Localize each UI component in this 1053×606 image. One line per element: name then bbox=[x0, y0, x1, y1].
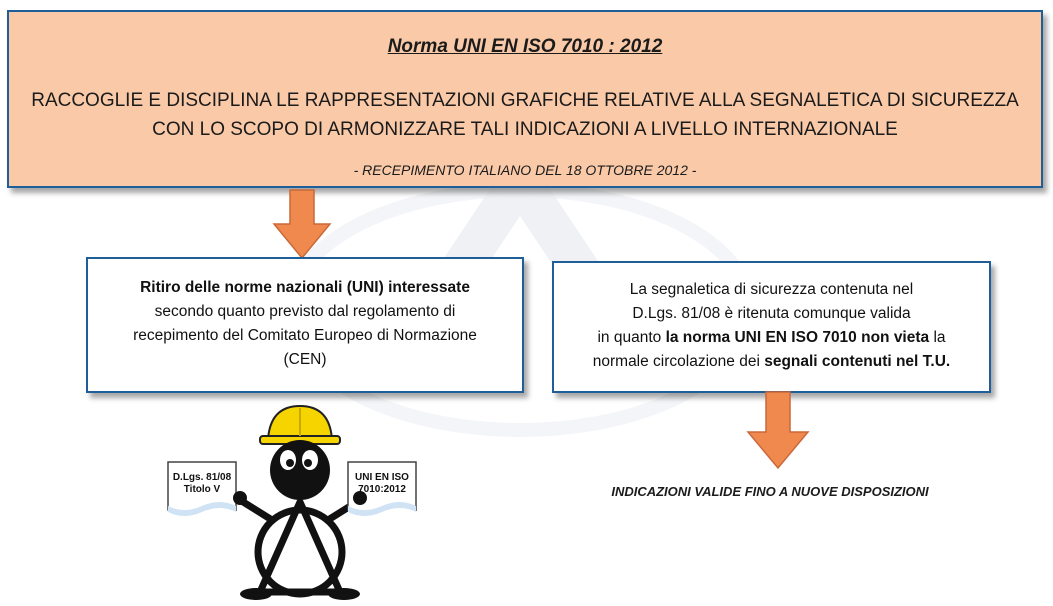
right-box-line4: normale circolazione dei segnali contenu… bbox=[554, 350, 989, 374]
right-doc-line2: 7010:2012 bbox=[358, 484, 406, 495]
left-info-box: Ritiro delle norme nazionali (UNI) inter… bbox=[86, 257, 524, 393]
right-box-line2: D.Lgs. 81/08 è ritenuta comunque valida bbox=[632, 305, 911, 322]
right-box-line3: in quanto la norma UNI EN ISO 7010 non v… bbox=[554, 326, 989, 350]
down-arrow-icon bbox=[272, 189, 332, 260]
left-box-line3: recepimento del Comitato Europeo di Norm… bbox=[133, 327, 477, 344]
right-box-line3-bold: la norma UNI EN ISO 7010 non vieta bbox=[665, 329, 930, 346]
right-document-label: UNI EN ISO 7010:2012 bbox=[350, 472, 414, 496]
right-box-line3-pre: in quanto bbox=[597, 329, 666, 346]
header-box: Norma UNI EN ISO 7010 : 2012 RACCOGLIE E… bbox=[7, 10, 1043, 188]
header-title: Norma UNI EN ISO 7010 : 2012 bbox=[387, 36, 663, 57]
mascot-illustration: D.Lgs. 81/08 Titolo V UNI EN ISO 7010:20… bbox=[160, 402, 460, 601]
header-description-line2: CON LO SCOPO DI ARMONIZZARE TALI INDICAZ… bbox=[152, 119, 898, 140]
left-document-label: D.Lgs. 81/08 Titolo V bbox=[170, 472, 234, 496]
bottom-note: INDICAZIONI VALIDE FINO A NUOVE DISPOSIZ… bbox=[611, 484, 929, 499]
right-box-line4-pre: normale circolazione dei bbox=[592, 353, 765, 370]
down-arrow-icon bbox=[746, 391, 810, 470]
right-box-line3-post: la bbox=[929, 329, 946, 346]
right-box-line1: La segnaletica di sicurezza contenuta ne… bbox=[629, 281, 914, 298]
header-description: RACCOGLIE E DISCIPLINA LE RAPPRESENTAZIO… bbox=[23, 86, 1027, 144]
right-box-line4-bold: segnali contenuti nel T.U. bbox=[764, 353, 951, 370]
left-doc-line1: D.Lgs. 81/08 bbox=[172, 472, 232, 483]
right-info-box: La segnaletica di sicurezza contenuta ne… bbox=[552, 261, 991, 393]
left-doc-line2: Titolo V bbox=[183, 484, 221, 495]
header-description-line1: RACCOGLIE E DISCIPLINA LE RAPPRESENTAZIO… bbox=[31, 90, 1019, 111]
left-box-line4: (CEN) bbox=[283, 351, 327, 368]
left-box-bold-line: Ritiro delle norme nazionali (UNI) inter… bbox=[140, 279, 470, 296]
header-note: - RECEPIMENTO ITALIANO DEL 18 OTTOBRE 20… bbox=[353, 162, 697, 178]
mascot-figure-icon bbox=[167, 404, 417, 600]
left-box-line2: secondo quanto previsto dal regolamento … bbox=[154, 303, 456, 320]
right-doc-line1: UNI EN ISO bbox=[355, 472, 409, 483]
